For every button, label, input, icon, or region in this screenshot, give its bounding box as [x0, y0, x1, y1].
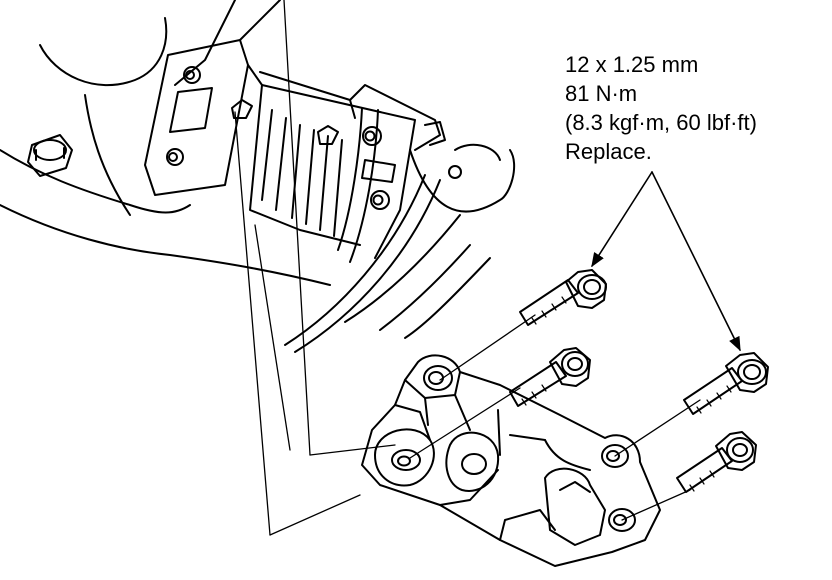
replace-note-label: Replace.: [565, 139, 652, 164]
engine-block: [0, 0, 514, 352]
thread-size-label: 12 x 1.25 mm: [565, 52, 699, 77]
torque-spec-callout: 12 x 1.25 mm 81 N·m (8.3 kgf·m, 60 lbf·f…: [565, 50, 757, 166]
bolt-1: [520, 270, 606, 325]
leader-arrow-bolt-3: [652, 172, 740, 352]
torque-alt-units-label: (8.3 kgf·m, 60 lbf·ft): [565, 110, 757, 135]
bolt-3: [684, 353, 768, 414]
leader-arrow-bolt-1: [592, 172, 652, 268]
callout-leader-arrows: [592, 172, 740, 352]
bolt-4: [677, 432, 756, 492]
engine-mount-bracket: [362, 355, 660, 566]
alignment-lines: [235, 0, 700, 535]
bolt-2: [510, 348, 590, 406]
torque-nm-label: 81 N·m: [565, 81, 638, 106]
